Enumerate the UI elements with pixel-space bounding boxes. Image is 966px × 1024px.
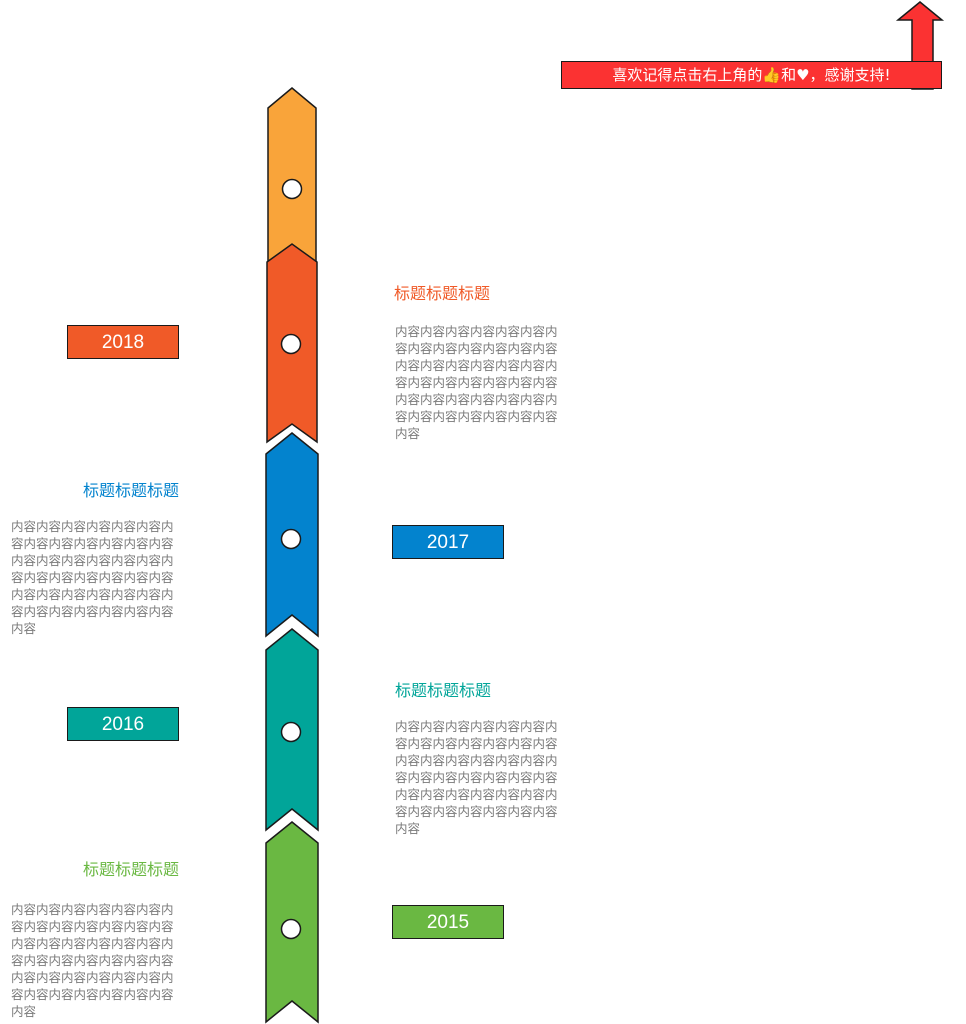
year-label-2018: 2018 — [67, 325, 179, 359]
milestone-content-2015: 内容内容内容内容内容内容内容内容内容内容内容内容内容内容内容内容内容内容内容内容… — [11, 902, 174, 1019]
year-label-2017: 2017 — [392, 525, 504, 559]
timeline-node-2016 — [280, 721, 302, 743]
milestone-content-2017: 内容内容内容内容内容内容内容内容内容内容内容内容内容内容内容内容内容内容内容内容… — [11, 519, 174, 636]
year-label-2015: 2015 — [392, 905, 504, 939]
timeline-node-2018 — [280, 333, 302, 355]
support-banner: 喜欢记得点击右上角的👍和♥，感谢支持! — [561, 61, 942, 89]
timeline-node-top — [281, 178, 303, 200]
milestone-content-2016: 内容内容内容内容内容内容内容内容内容内容内容内容内容内容内容内容内容内容内容内容… — [395, 719, 558, 836]
milestone-title-2015: 标题标题标题 — [82, 860, 179, 879]
timeline-node-2017 — [280, 528, 302, 550]
milestone-title-2016: 标题标题标题 — [395, 681, 492, 700]
timeline-node-2015 — [280, 918, 302, 940]
milestone-title-2018: 标题标题标题 — [394, 284, 491, 303]
milestone-content-2018: 内容内容内容内容内容内容内容内容内容内容内容内容内容内容内容内容内容内容内容内容… — [395, 324, 558, 441]
milestone-title-2017: 标题标题标题 — [82, 481, 179, 500]
year-label-2016: 2016 — [67, 707, 179, 741]
